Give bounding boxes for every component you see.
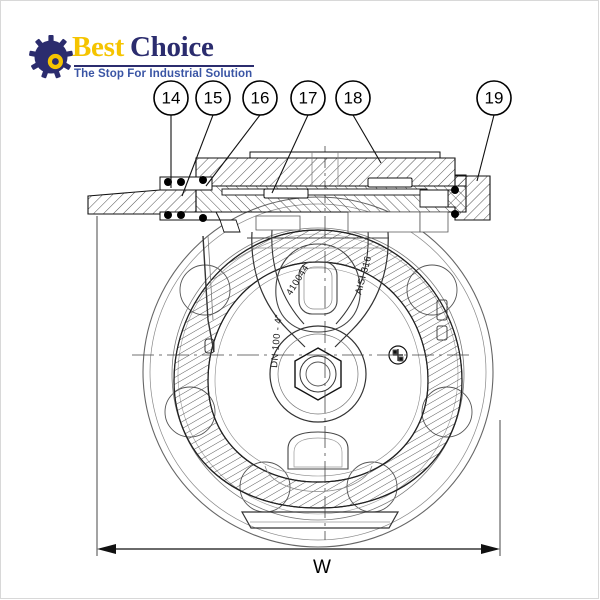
disc-inner-outline [207,261,429,483]
balloon-circle[interactable] [195,80,231,116]
upper-cap-bar [249,151,441,159]
balloon-number: 15 [204,88,223,107]
balloon-callout-17[interactable]: 17 [271,80,326,194]
balloon-number: 14 [162,88,181,107]
logo-word-choice: Choice [129,31,214,63]
lower-skirt-left [219,219,241,233]
balloon-number: 17 [299,88,318,107]
bracket-window-inner-2 [303,266,333,310]
valve-body-group [142,196,494,548]
dimension-arrow-right [481,544,500,554]
balloon-leader-line [352,114,382,164]
hinge-pin-2 [207,235,214,321]
lower-stop-block [287,431,349,470]
bracket-window-inner [298,261,338,315]
balloon-number: 16 [251,88,270,107]
balloon-callout-16[interactable]: 16 [205,80,278,187]
disc-outline [173,229,463,509]
disc-section-hatched [173,229,463,509]
logo-tagline: The Stop For Industrial Solution [74,68,253,80]
hex-nut-bore-inner [305,361,331,387]
balloon-leader-line [476,114,495,182]
centerlines [132,146,470,540]
balloon-leader-line [271,114,309,194]
balloon-circle[interactable] [476,80,512,116]
balloon-callout-14[interactable]: 14 [153,80,189,188]
oring-seal [177,178,185,186]
gear-b-logo-icon [29,35,73,79]
balloon-leader-line [205,114,261,187]
internal-void [221,188,428,196]
oring-seal [199,214,207,222]
disc-rib-left-2 [271,229,305,325]
width-dimension: W [96,216,501,578]
oring-seal [451,186,459,194]
hex-nut [294,347,342,401]
dimension-label: W [313,557,331,578]
balloon-leader-line [181,114,214,197]
lower-skirt-right [347,211,421,233]
lower-skirt-mid [255,215,301,231]
hinge-pin-cap [204,338,215,354]
seal-plate-upper [159,176,213,191]
balloon-callout-15[interactable]: 15 [181,80,231,197]
insert-key-left [263,188,309,199]
balloon-callouts: 14 15 16 17 18 19 [153,80,512,197]
disc-rib-right-2 [335,229,369,325]
balloon-number: 18 [344,88,363,107]
lower-stop-block-inner [293,437,343,468]
balloon-number: 19 [485,88,504,107]
logo-divider [74,65,254,67]
oring-seal [199,176,207,184]
balloon-callout-18[interactable]: 18 [335,80,382,164]
bracket-window-outer [275,243,361,333]
seat-ring-outer [171,227,465,521]
insert-key-right [367,177,413,188]
hub-ring-mid [277,333,359,415]
upper-flange-block [195,157,467,187]
balloon-callout-19[interactable]: 19 [476,80,512,182]
part-label-part-code: 410044 [284,263,311,298]
lower-skirt-far-right [419,211,449,233]
side-lug-lower [436,325,448,341]
balloon-circle[interactable] [290,80,326,116]
part-label-nominal-size: DN 100 - 4" [269,314,285,368]
hub-ring-outer [269,325,367,423]
disc-inner-outline-2 [214,267,422,477]
side-lug-upper [436,299,448,321]
lower-arc-detail [264,465,373,492]
hinge-pin [202,235,215,353]
oring-seals [164,176,459,222]
right-inner-step [419,189,449,208]
top-section-group [87,151,491,233]
dimension-arrow-left [97,544,116,554]
oring-seal [164,211,172,219]
balloon-circle[interactable] [153,80,189,116]
balloon-circle[interactable] [242,80,278,116]
disc-rib-right [334,231,389,348]
oring-seal [451,210,459,218]
valve-foot [240,511,400,529]
hex-nut-bore-outer [299,355,337,393]
balloon-circle[interactable] [335,80,371,116]
oring-seal [177,211,185,219]
logo-word-best: Best [72,31,124,63]
disc-rib-left [251,231,306,348]
oring-seal [164,178,172,186]
